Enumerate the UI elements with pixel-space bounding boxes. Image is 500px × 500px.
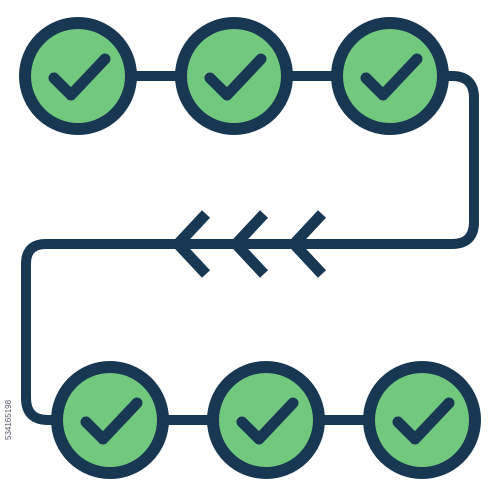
step-node-2 [175,17,293,135]
direction-arrow-icon [286,210,327,278]
direction-arrow-icon [228,210,269,278]
check-icon [392,397,455,445]
step-node-1 [19,17,137,135]
check-icon [204,53,267,101]
check-icon [80,397,143,445]
step-node-3 [331,17,449,135]
connector-line [21,71,479,425]
step-circle [175,17,293,135]
check-icon [236,397,299,445]
check-icon [48,53,111,101]
step-node-4 [51,361,169,479]
step-circle [51,361,169,479]
step-node-6 [363,361,481,479]
check-icon [360,53,423,101]
direction-arrow-icon [170,210,211,278]
step-circle [331,17,449,135]
step-circle [363,361,481,479]
stock-id-text: 534165198 [4,399,13,440]
step-circle [207,361,325,479]
step-circle [19,17,137,135]
step-node-5 [207,361,325,479]
